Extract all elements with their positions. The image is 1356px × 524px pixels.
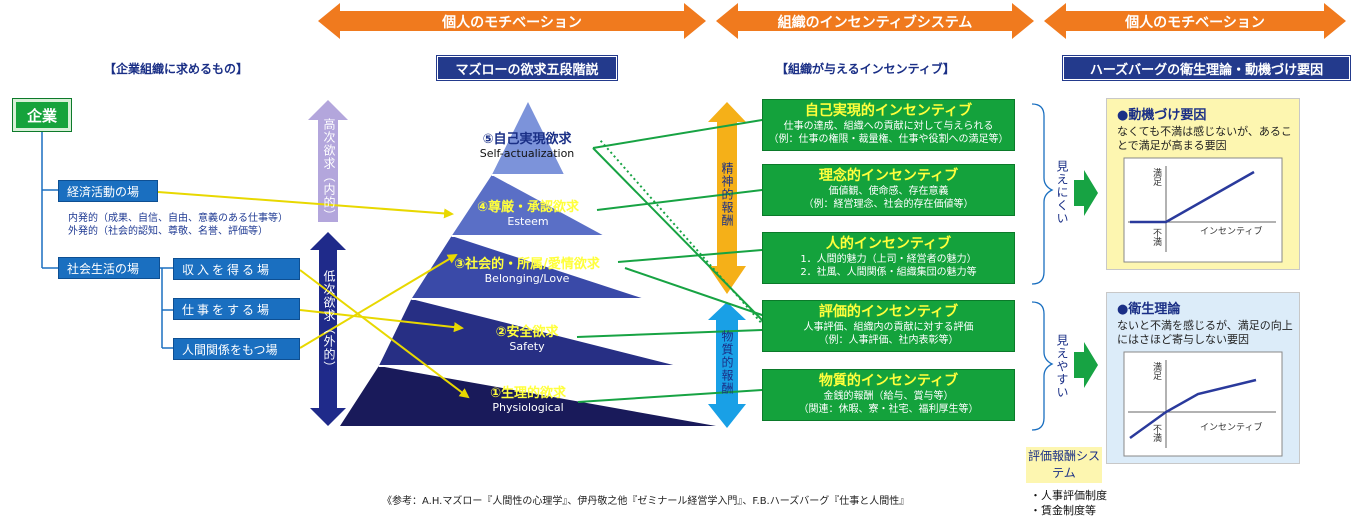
social-life-box: 社会生活の場 — [58, 257, 160, 279]
maslow-level-3-jp: ③社会的・所属/愛情欲求 — [454, 257, 600, 272]
incentive-ideological: 理念的インセンティブ 価値観、使命感、存在意義 （例：経営理念、社会的存在価値等… — [762, 164, 1015, 216]
maslow-level-3: ③社会的・所属/愛情欲求 Belonging/Love — [427, 253, 627, 285]
motivator-y-bottom: 不満 — [1151, 228, 1161, 246]
incentive-line: 金銭的報酬（給与、賞与等） — [823, 391, 954, 402]
incentive-section-title: 【組織が与えるインセンティブ】 — [776, 62, 955, 76]
maslow-level-1-jp: ①生理的欲求 — [489, 386, 566, 401]
visibility-hard-arrow — [1074, 170, 1098, 216]
economic-external-text: 外発的（社会的認知、尊敬、名誉、評価等） — [68, 226, 268, 237]
relationship-place-box: 人間関係をもつ場 — [173, 338, 300, 360]
incentive-material: 物質的インセンティブ 金銭的報酬（給与、賞与等） （関連：休暇、寮・社宅、福利厚… — [762, 369, 1015, 421]
maslow-level-5-en: Self-actualization — [479, 147, 575, 160]
need-axis-higher-arrow — [308, 100, 348, 222]
income-place-box: 収入を得る場 — [173, 258, 300, 280]
economic-activity-box: 経済活動の場 — [58, 180, 158, 202]
hygiene-panel-title: ●衛生理論 — [1117, 302, 1181, 317]
header-arrow-1-label: 個人のモチベーション — [442, 15, 582, 31]
motivator-panel-desc: なくても不満は感じないが、あることで満足が高まる要因 — [1117, 125, 1292, 152]
incentive-line: （関連：休暇、寮・社宅、福利厚生等） — [798, 404, 979, 415]
maslow-level-4-jp: ④尊厳・承認欲求 — [476, 200, 579, 215]
header-arrow-2-label: 組織のインセンティブシステム — [777, 15, 973, 31]
incentive-line: 仕事の達成、組織への貢献に対して与えられる — [783, 121, 994, 132]
incentive-title: 評価的インセンティブ — [818, 304, 959, 320]
need-axis-higher-label: 高次欲求（内的） — [322, 118, 336, 222]
need-axis-lower-arrow — [310, 232, 346, 426]
incentive-title: 自己実現的インセンティブ — [804, 103, 973, 119]
maslow-level-1-en: Physiological — [492, 401, 564, 414]
maslow-level-2: ②安全欲求 Safety — [427, 321, 627, 353]
visibility-hard-label: 見えにくい — [1055, 160, 1069, 225]
economic-internal-text: 内発的（成果、自信、自由、意義のある仕事等） — [68, 213, 288, 224]
maslow-title: マズローの欲求五段階説 — [437, 56, 617, 80]
visibility-braces — [1031, 103, 1054, 431]
eval-system-item-2: ・賃金制度等 — [1030, 504, 1096, 517]
motivator-y-top: 満足 — [1151, 168, 1161, 186]
reward-axis-mental-label: 精神的報酬 — [720, 162, 734, 227]
incentive-personal: 人的インセンティブ 1．人間的魅力（上司・経営者の魅力） 2．社風、人間関係・組… — [762, 232, 1015, 284]
incentive-title: 物質的インセンティブ — [818, 373, 959, 389]
maslow-level-4-en: Esteem — [507, 215, 549, 228]
maslow-level-3-en: Belonging/Love — [484, 272, 570, 285]
incentive-line: 2．社風、人間関係・組織集団の魅力等 — [800, 267, 977, 278]
eval-system-item-1: ・人事評価制度 — [1030, 489, 1107, 502]
maslow-level-4: ④尊厳・承認欲求 Esteem — [428, 196, 628, 228]
hygiene-y-top: 満足 — [1151, 362, 1161, 380]
incentive-title: 人的インセンティブ — [825, 236, 952, 252]
reward-axis-mental-arrow — [708, 102, 746, 294]
reference-note: 《参考：A.H.マズロー『人間性の心理学』、伊丹敬之他『ゼミナール経営学入門』、… — [382, 496, 910, 507]
hygiene-panel-desc: ないと不満を感じるが、満足の向上にはさほど寄与しない要因 — [1117, 319, 1293, 346]
eval-system-box: 評価報酬システム — [1026, 447, 1102, 483]
tree-connectors — [41, 130, 173, 349]
reward-axis-material-arrow — [708, 302, 746, 428]
incentive-self-actualization: 自己実現的インセンティブ 仕事の達成、組織への貢献に対して与えられる （例：仕事… — [762, 99, 1015, 151]
incentive-line: 人事評価、組織内の貢献に対する評価 — [803, 322, 974, 333]
hygiene-x-label: インセンティブ — [1200, 423, 1263, 433]
motivator-panel: ●動機づけ要因 なくても不満は感じないが、あることで満足が高まる要因 — [1106, 98, 1300, 270]
header-arrow-1 — [318, 3, 706, 39]
maslow-level-2-en: Safety — [509, 340, 545, 353]
company-root-box: 企業 — [13, 99, 71, 131]
incentive-evaluative: 評価的インセンティブ 人事評価、組織内の貢献に対する評価 （例：人事評価、社内表… — [762, 300, 1015, 352]
incentive-line: 1．人間的魅力（上司・経営者の魅力） — [800, 254, 977, 265]
yellow-connectors — [157, 191, 470, 399]
maslow-level-5: ⑤自己実現欲求 Self-actualization — [427, 128, 627, 160]
maslow-pyramid — [340, 102, 716, 426]
work-place-box: 仕事をする場 — [173, 298, 300, 320]
motivator-x-label: インセンティブ — [1200, 227, 1263, 237]
need-axis-lower-label: 低次欲求（外的） — [322, 270, 336, 374]
visibility-easy-arrow — [1074, 342, 1098, 388]
visibility-easy-label: 見えやすい — [1055, 334, 1069, 399]
header-arrow-3-label: 個人のモチベーション — [1125, 15, 1265, 31]
hygiene-y-bottom: 不満 — [1151, 424, 1161, 442]
hygiene-panel: ●衛生理論 ないと不満を感じるが、満足の向上にはさほど寄与しない要因 — [1106, 292, 1300, 464]
incentive-line: （例：人事評価、社内表彰等） — [818, 335, 959, 346]
header-arrow-3 — [1044, 3, 1346, 39]
incentive-line: 価値観、使命感、存在意義 — [828, 186, 949, 197]
incentive-line: （例：経営理念、社会的存在価値等） — [803, 199, 974, 210]
incentive-line: （例：仕事の権限・裁量権、仕事や役割への満足等） — [768, 134, 1009, 145]
motivator-panel-title: ●動機づけ要因 — [1117, 108, 1207, 123]
maslow-level-2-jp: ②安全欲求 — [495, 325, 559, 340]
left-section-title: 【企業組織に求めるもの】 — [104, 62, 249, 76]
header-arrow-2 — [716, 3, 1034, 39]
herzberg-title: ハーズバーグの衛生理論・動機づけ要因 — [1063, 56, 1350, 80]
reward-axis-material-label: 物質的報酬 — [720, 330, 734, 395]
incentive-title: 理念的インセンティブ — [818, 168, 959, 184]
green-connectors — [576, 114, 771, 403]
maslow-level-5-jp: ⑤自己実現欲求 — [482, 132, 572, 147]
maslow-level-1: ①生理的欲求 Physiological — [428, 382, 628, 414]
